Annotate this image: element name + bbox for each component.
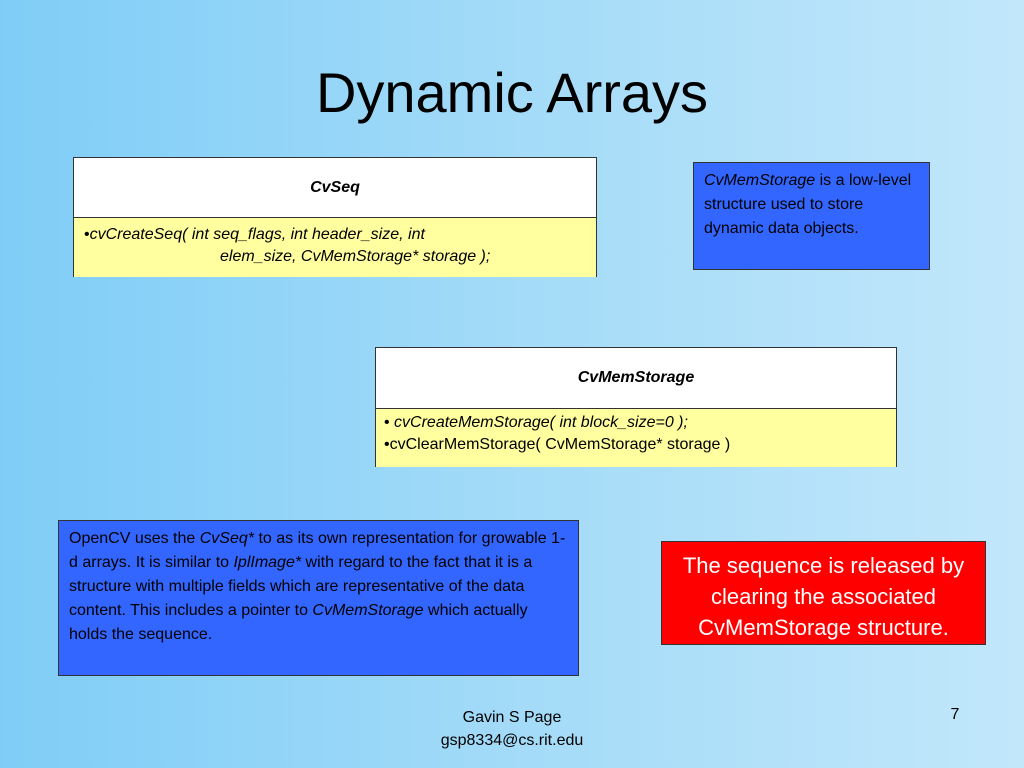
memstorage-note-text: is a low-level structure used to store d…	[704, 172, 912, 237]
author-name: Gavin S Page	[462, 709, 562, 726]
cvseq-method-line2: elem_size, CvMemStorage* storage );	[220, 248, 491, 265]
cvseq-class-box: CvSeq •cvCreateSeq( int seq_flags, int h…	[73, 157, 597, 277]
cvmemstorage-class-methods: • cvCreateMemStorage( int block_size=0 )…	[376, 409, 896, 467]
slide-title: Dynamic Arrays	[315, 61, 709, 124]
cvmemstorage-method-line1: • cvCreateMemStorage( int block_size=0 )…	[384, 414, 688, 431]
cvseq-method-line1: •cvCreateSeq( int seq_flags, int header_…	[84, 226, 425, 243]
footer-author: Gavin S Page gsp8334@cs.rit.edu	[412, 706, 612, 752]
memstorage-note: CvMemStorage is a low-level structure us…	[693, 162, 930, 270]
author-email: gsp8334@cs.rit.edu	[440, 732, 584, 749]
cvclearmemstorage-signature: •cvClearMemStorage( CvMemStorage* storag…	[384, 436, 731, 453]
release-note: The sequence is released by clearing the…	[661, 541, 986, 645]
page-number: 7	[950, 706, 960, 723]
cvmemstorage-term: CvMemStorage	[312, 602, 424, 619]
cvmemstorage-class-header: CvMemStorage	[376, 348, 896, 409]
cvcreatememstorage-signature: cvCreateMemStorage( int block_size=0 );	[394, 414, 688, 431]
cvseq-class-methods: •cvCreateSeq( int seq_flags, int header_…	[74, 218, 596, 277]
cvmemstorage-class-box: CvMemStorage • cvCreateMemStorage( int b…	[375, 347, 897, 467]
memstorage-note-term: CvMemStorage	[704, 172, 816, 189]
cvseq-class-header: CvSeq	[74, 158, 596, 218]
cvseq-term: CvSeq*	[199, 530, 254, 547]
opencv-seq-note: OpenCV uses the CvSeq* to as its own rep…	[58, 520, 579, 676]
cvcreateseq-signature: cvCreateSeq( int seq_flags, int header_s…	[89, 226, 425, 243]
iplimage-term: IplImage*	[233, 554, 302, 571]
